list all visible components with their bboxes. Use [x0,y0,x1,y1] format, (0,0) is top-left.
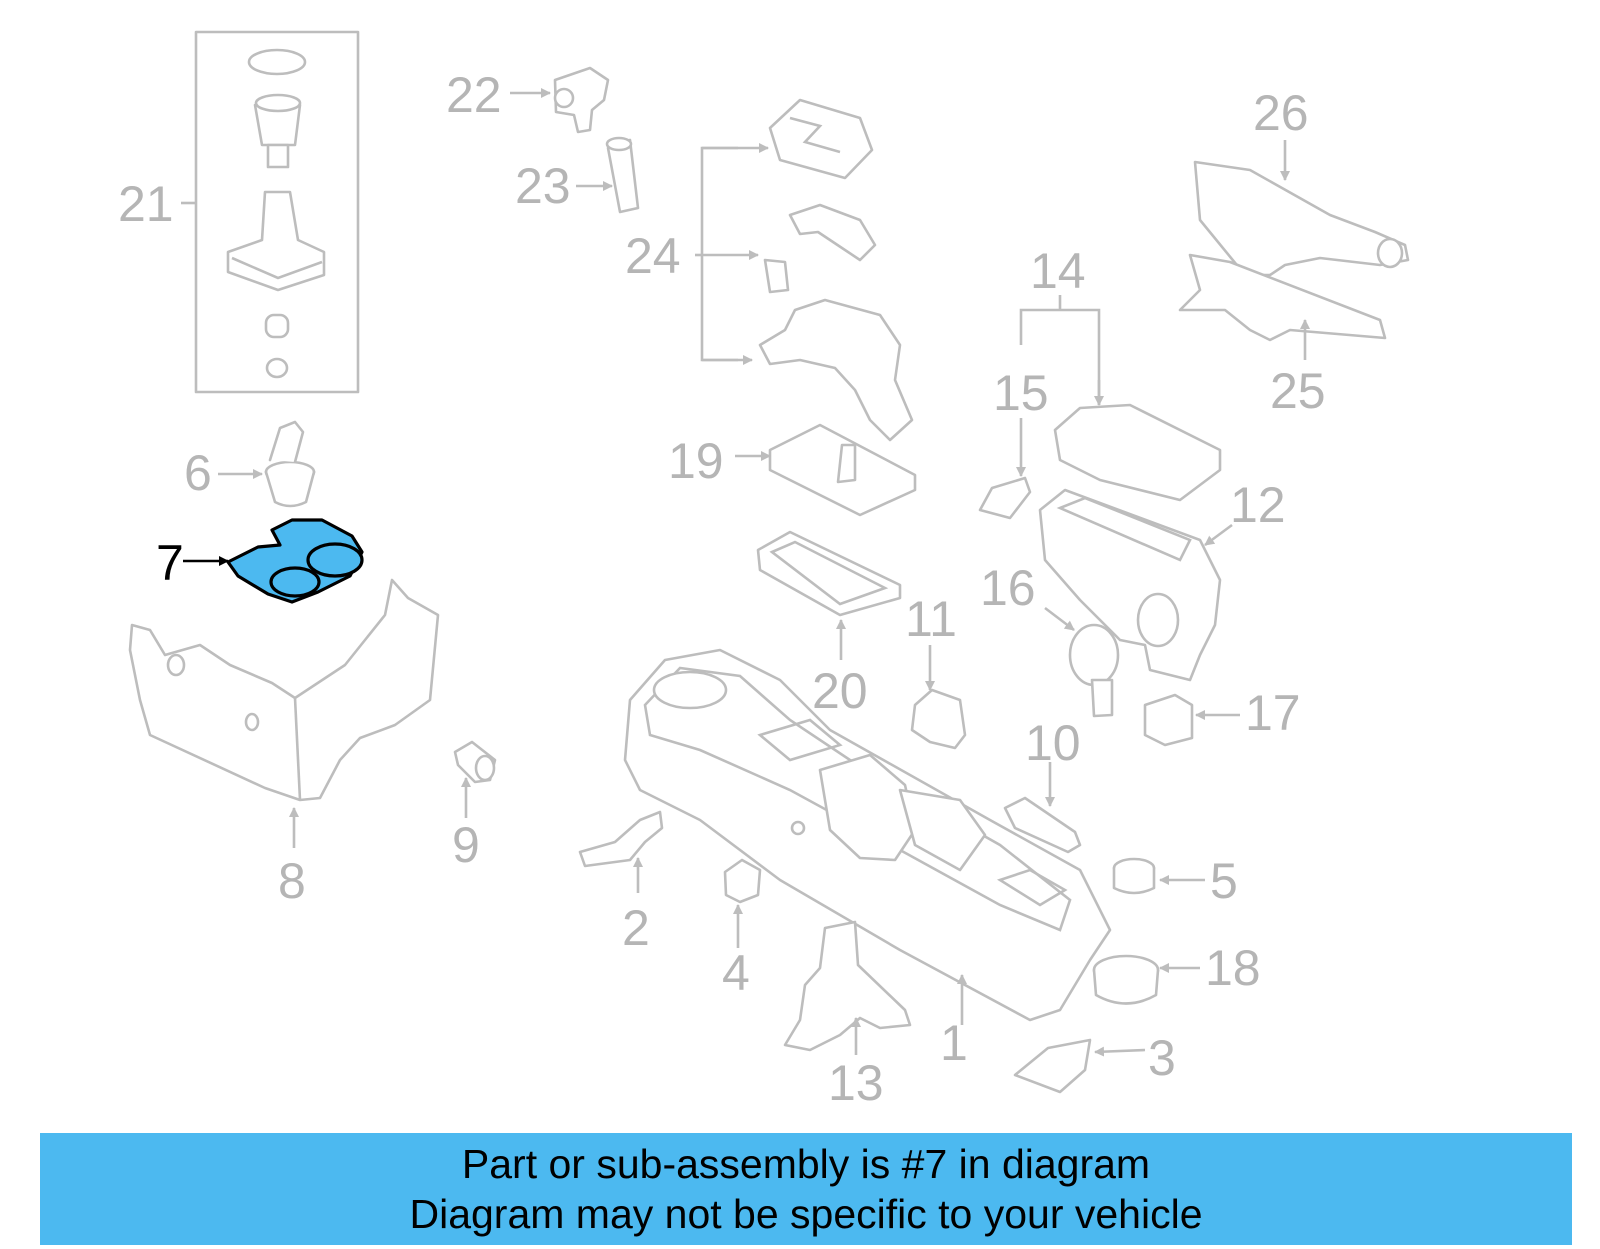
callout-3: 3 [1148,1030,1176,1086]
part-21-shift-knob-kit [181,30,360,394]
part-16 [1044,606,1120,718]
banner-line-1: Part or sub-assembly is #7 in diagram [461,1141,1151,1187]
callout-18: 18 [1205,940,1261,996]
callout-5: 5 [1210,853,1238,909]
part-1-center-console [623,648,1112,1025]
callout-14: 14 [1030,243,1086,299]
part-6 [218,420,316,508]
banner-line-2: Diagram may not be specific to your vehi… [409,1191,1203,1237]
part-5 [1112,857,1205,895]
callout-15: 15 [993,365,1049,421]
part-19 [735,423,917,517]
part-17 [1143,693,1240,747]
part-7-highlighted [183,518,364,604]
callout-2: 2 [622,900,650,956]
part-3 [1013,1038,1146,1094]
callout-7: 7 [156,535,184,591]
callout-4: 4 [722,945,750,1001]
part-12-console-bin [1038,488,1233,682]
part-9 [453,740,497,818]
part-22 [510,66,610,134]
part-13-bracket [783,920,912,1055]
callout-21: 21 [118,176,174,232]
part-4 [723,858,762,948]
callout-26: 26 [1253,85,1309,141]
part-20 [756,530,902,660]
part-2 [578,810,664,893]
part-26-handbrake-cover [1193,140,1410,277]
callout-11: 11 [905,591,957,647]
callout-20: 20 [812,663,868,719]
callout-13: 13 [828,1055,884,1111]
callout-23: 23 [515,158,571,214]
part-8-console-side [128,578,440,848]
callout-16: 16 [980,560,1036,616]
part-10 [1003,762,1082,854]
part-18-cup-holder [1092,954,1200,1005]
part-23 [576,136,640,214]
part-25-handbrake-lever [1178,253,1387,360]
callout-6: 6 [184,445,212,501]
part-15 [978,418,1032,520]
info-banner: Part or sub-assembly is #7 in diagram Di… [40,1133,1572,1245]
callout-10: 10 [1025,715,1081,771]
callout-8: 8 [278,853,306,909]
part-14-armrest-lid [1019,295,1222,502]
callout-1: 1 [940,1015,968,1071]
part-24-shifter-assembly [695,98,914,442]
callout-25: 25 [1270,363,1326,419]
part-11 [910,645,967,750]
callout-22: 22 [446,67,502,123]
callout-17: 17 [1245,685,1301,741]
callout-12: 12 [1230,477,1286,533]
callout-19: 19 [668,433,724,489]
callout-9: 9 [452,817,480,873]
callout-24: 24 [625,228,681,284]
